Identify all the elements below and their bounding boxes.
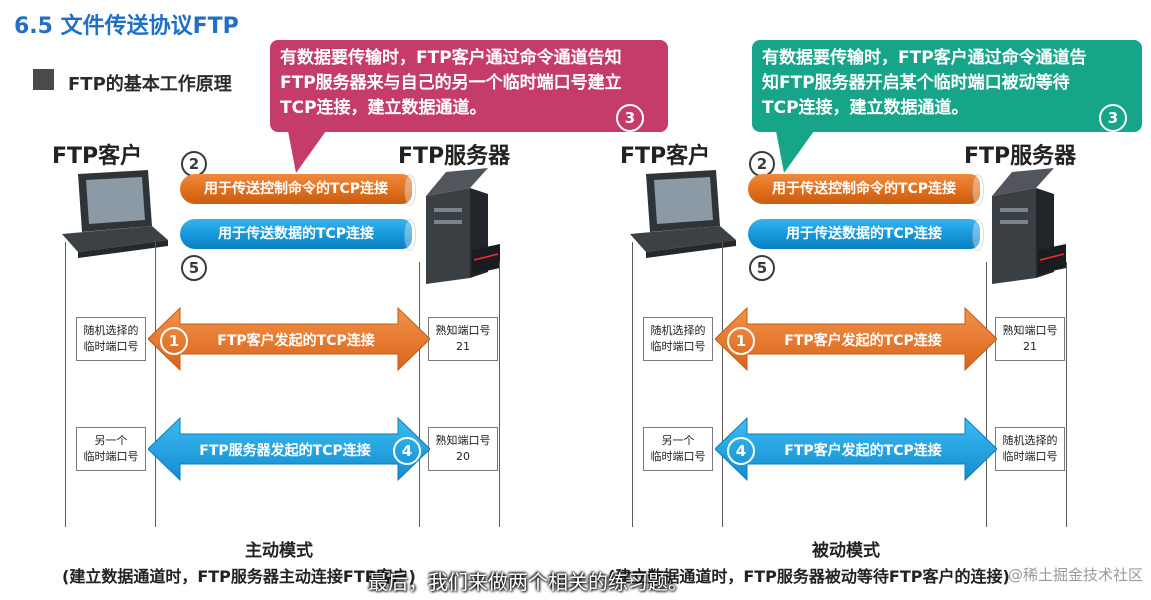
- active-arrow-server-initiated: [148, 416, 430, 482]
- active-arrow1-label: FTP客户发起的TCP连接: [217, 333, 375, 349]
- active-client-port-1-line2: 临时端口号: [83, 340, 139, 353]
- passive-server-port-1-line2: 21: [1023, 340, 1037, 353]
- active-callout: 有数据要传输时，FTP客户通过命令通道告知FTP服务器来与自己的另一个临时端口号…: [270, 40, 668, 132]
- passive-client-port-1-line2: 临时端口号: [650, 340, 706, 353]
- passive-client-line-left: [632, 242, 633, 527]
- passive-arrow2-label: FTP客户发起的TCP连接: [784, 443, 942, 459]
- passive-client-line-right: [722, 242, 723, 527]
- passive-mode-subtitle: (建立数据通道时，FTP服务器被动等待FTP客户的连接): [608, 567, 1010, 586]
- passive-server-port-box-2: 随机选择的 临时端口号: [995, 427, 1065, 471]
- passive-arrow2-step-number: 4: [727, 437, 755, 465]
- passive-data-pipe: 用于传送数据的TCP连接: [748, 219, 980, 249]
- passive-server-icon: [992, 168, 1066, 284]
- passive-mode-title: 被动模式: [812, 541, 880, 561]
- active-mode-title: 主动模式: [245, 541, 313, 561]
- passive-callout: 有数据要传输时，FTP客户通过命令通道告知FTP服务器开启某个临时端口被动等待T…: [752, 40, 1142, 132]
- passive-data-pipe-cap: [972, 219, 984, 251]
- active-client-port-2-line2: 临时端口号: [83, 450, 139, 463]
- active-client-label: FTP客户: [52, 144, 143, 169]
- passive-arrow-client-initiated-control: [715, 306, 997, 372]
- bullet-square-icon: [33, 69, 54, 90]
- active-server-icon: [426, 168, 500, 284]
- active-server-port-1-line2: 21: [456, 340, 470, 353]
- passive-server-line-left: [986, 262, 987, 527]
- passive-control-pipe-cap: [972, 174, 984, 206]
- passive-client-port-box-2: 另一个 临时端口号: [643, 427, 713, 471]
- passive-control-pipe: 用于传送控制命令的TCP连接: [748, 174, 980, 204]
- active-server-port-box-1: 熟知端口号 21: [428, 317, 498, 361]
- active-client-port-2-line1: 另一个: [94, 434, 128, 447]
- active-mode-subtitle: (建立数据通道时，FTP服务器主动连接FTP客户): [62, 567, 416, 586]
- slide-title: 6.5 文件传送协议FTP: [14, 14, 239, 39]
- passive-client-port-box-1: 随机选择的 临时端口号: [643, 317, 713, 361]
- active-arrow1-step-number: 1: [160, 327, 188, 355]
- passive-callout-step-number: 3: [1099, 104, 1127, 132]
- active-client-line-right: [155, 242, 156, 527]
- active-client-port-box-1: 随机选择的 临时端口号: [76, 317, 146, 361]
- active-server-label: FTP服务器: [398, 144, 511, 169]
- active-control-pipe-cap: [404, 174, 416, 206]
- active-control-step-number: 2: [181, 151, 207, 177]
- active-data-pipe-label: 用于传送数据的TCP连接: [217, 226, 375, 242]
- active-callout-step-number: 3: [616, 104, 644, 132]
- active-data-step-number: 5: [181, 255, 207, 281]
- passive-client-port-2-line1: 另一个: [661, 434, 695, 447]
- passive-data-pipe-label: 用于传送数据的TCP连接: [785, 226, 943, 242]
- passive-arrow1-label: FTP客户发起的TCP连接: [784, 333, 942, 349]
- passive-server-port-2-line1: 随机选择的: [1002, 434, 1058, 447]
- passive-arrow-client-initiated-data: [715, 416, 997, 482]
- watermark: @稀土掘金技术社区: [1008, 566, 1144, 584]
- active-arrow2-label: FTP服务器发起的TCP连接: [199, 443, 371, 459]
- active-server-line-left: [419, 262, 420, 527]
- slide-subtitle: FTP的基本工作原理: [68, 74, 232, 95]
- active-client-port-1-line1: 随机选择的: [83, 324, 139, 337]
- passive-client-label: FTP客户: [620, 144, 711, 169]
- active-arrow2-step-number: 4: [393, 437, 421, 465]
- active-data-pipe-cap: [404, 219, 416, 251]
- active-server-port-1-line1: 熟知端口号: [435, 324, 491, 337]
- passive-client-port-2-line2: 临时端口号: [650, 450, 706, 463]
- active-server-line-right: [499, 262, 500, 527]
- passive-client-port-1-line1: 随机选择的: [650, 324, 706, 337]
- passive-callout-text: 有数据要传输时，FTP客户通过命令通道告知FTP服务器开启某个临时端口被动等待T…: [762, 48, 1087, 118]
- active-server-port-2-line2: 20: [456, 450, 470, 463]
- active-client-port-box-2: 另一个 临时端口号: [76, 427, 146, 471]
- active-arrow-client-initiated: [148, 306, 430, 372]
- passive-data-step-number: 5: [749, 255, 775, 281]
- passive-server-port-2-line2: 临时端口号: [1002, 450, 1058, 463]
- passive-control-pipe-label: 用于传送控制命令的TCP连接: [771, 181, 957, 197]
- active-callout-text: 有数据要传输时，FTP客户通过命令通道告知FTP服务器来与自己的另一个临时端口号…: [280, 48, 622, 118]
- passive-server-label: FTP服务器: [964, 144, 1077, 169]
- active-data-pipe: 用于传送数据的TCP连接: [180, 219, 412, 249]
- passive-server-line-right: [1066, 262, 1067, 527]
- active-client-line-left: [65, 242, 66, 527]
- passive-server-port-1-line1: 熟知端口号: [1002, 324, 1058, 337]
- active-callout-tail: [288, 131, 326, 173]
- active-client-computer-icon: [62, 170, 168, 258]
- passive-callout-tail: [776, 131, 814, 173]
- active-server-port-box-2: 熟知端口号 20: [428, 427, 498, 471]
- video-caption: 最后，我们来做两个相关的练习题。: [368, 570, 688, 594]
- active-server-port-2-line1: 熟知端口号: [435, 434, 491, 447]
- active-control-pipe-label: 用于传送控制命令的TCP连接: [203, 181, 389, 197]
- active-control-pipe: 用于传送控制命令的TCP连接: [180, 174, 412, 204]
- passive-server-port-box-1: 熟知端口号 21: [995, 317, 1065, 361]
- passive-client-computer-icon: [630, 170, 736, 258]
- passive-arrow1-step-number: 1: [727, 327, 755, 355]
